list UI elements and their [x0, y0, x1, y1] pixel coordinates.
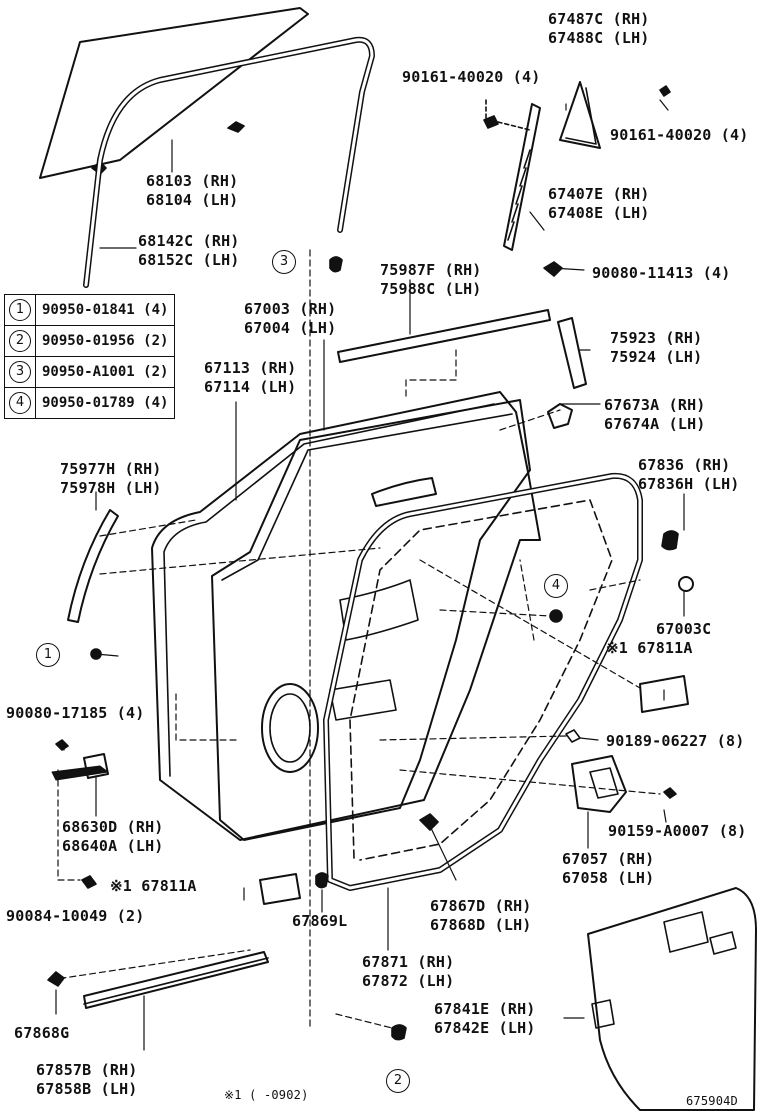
dashed-lines — [49, 249, 661, 1031]
legend-part: 90950-01956 (2) — [34, 325, 176, 357]
label-clip-868g: 67868G — [14, 1024, 70, 1042]
label-quarter-glass: 67487C (RH)67488C (LH) — [548, 10, 650, 47]
label-trim-board: 67841E (RH)67842E (LH) — [434, 1000, 536, 1037]
quarter-glass — [503, 81, 601, 251]
label-weatherstrip-lower: 67857B (RH)67858B (LH) — [36, 1061, 138, 1098]
legend-row: 3 90950-A1001 (2) — [4, 356, 176, 388]
label-clip-06227: 90189-06227 (8) — [606, 732, 745, 750]
legend-part: 90950-01841 (4) — [34, 294, 176, 326]
label-pad-rear: 75923 (RH)75924 (LH) — [610, 329, 703, 366]
label-bolt-10049: 90084-10049 (2) — [6, 907, 145, 925]
legend-table: 1 90950-01841 (4) 2 90950-01956 (2) 3 90… — [4, 294, 176, 419]
label-bracket: 67673A (RH)67674A (LH) — [604, 396, 706, 433]
label-glass-run: 68142C (RH)68152C (LH) — [138, 232, 240, 269]
glass-run — [83, 36, 375, 288]
callout-3: 3 — [272, 250, 296, 274]
label-glass: 68103 (RH)68104 (LH) — [146, 172, 239, 209]
legend-number: 2 — [9, 330, 31, 352]
label-channel: 67407E (RH)67408E (LH) — [548, 185, 650, 222]
label-seal-left: ※1 67811A — [110, 877, 197, 895]
diagram-id: 675904D — [686, 1094, 738, 1108]
belt-moulding — [337, 309, 587, 389]
callout-1: 1 — [36, 643, 60, 667]
label-motor: 67057 (RH)67058 (LH) — [562, 850, 655, 887]
label-clip-869: 67869L — [292, 912, 348, 930]
label-frame: 67113 (RH)67114 (LH) — [204, 359, 297, 396]
legend-part: 90950-01789 (4) — [34, 387, 176, 419]
label-belt-moulding: 75987F (RH)75988C (LH) — [380, 261, 482, 298]
window-glass — [39, 7, 309, 179]
label-bolt-11413: 90080-11413 (4) — [592, 264, 731, 282]
screws — [483, 85, 671, 277]
legend-row: 2 90950-01956 (2) — [4, 325, 176, 357]
door-check — [51, 739, 109, 889]
legend-number: 1 — [9, 299, 31, 321]
small-parts — [67, 256, 694, 1041]
label-weatherstrip-body: 67871 (RH)67872 (LH) — [362, 953, 455, 990]
label-bolt-17185: 90080-17185 (4) — [6, 704, 145, 722]
leader-lines — [55, 99, 685, 1051]
label-weatherstrip-door: 67867D (RH)67868D (LH) — [430, 897, 532, 934]
callout-2: 2 — [386, 1069, 410, 1093]
door-outer-panel — [151, 391, 541, 841]
label-screw-right: 90161-40020 (4) — [610, 126, 749, 144]
legend-row: 4 90950-01789 (4) — [4, 387, 176, 419]
door-inner-frame — [211, 399, 531, 841]
label-checker: 68630D (RH)68640A (LH) — [62, 818, 164, 855]
label-seal-right: ※1 67811A — [606, 639, 693, 657]
label-pad-front: 75977H (RH)75978H (LH) — [60, 460, 162, 497]
label-screw-left: 90161-40020 (4) — [402, 68, 541, 86]
label-door-panel: 67003 (RH)67004 (LH) — [244, 300, 337, 337]
legend-number: 3 — [9, 361, 31, 383]
label-bolt-a0007: 90159-A0007 (8) — [608, 822, 747, 840]
lower-weatherstrip — [47, 951, 269, 1009]
legend-number: 4 — [9, 392, 31, 414]
callout-4: 4 — [544, 574, 568, 598]
label-plug-003c: 67003C — [656, 620, 712, 638]
legend-part: 90950-A1001 (2) — [34, 356, 176, 388]
trim-board — [587, 887, 757, 1111]
label-plug-836: 67836 (RH)67836H (LH) — [638, 456, 740, 493]
door-weatherstrip — [323, 472, 643, 891]
legend-row: 1 90950-01841 (4) — [4, 294, 176, 326]
footnote: ※1 ( -0902) — [224, 1088, 309, 1102]
